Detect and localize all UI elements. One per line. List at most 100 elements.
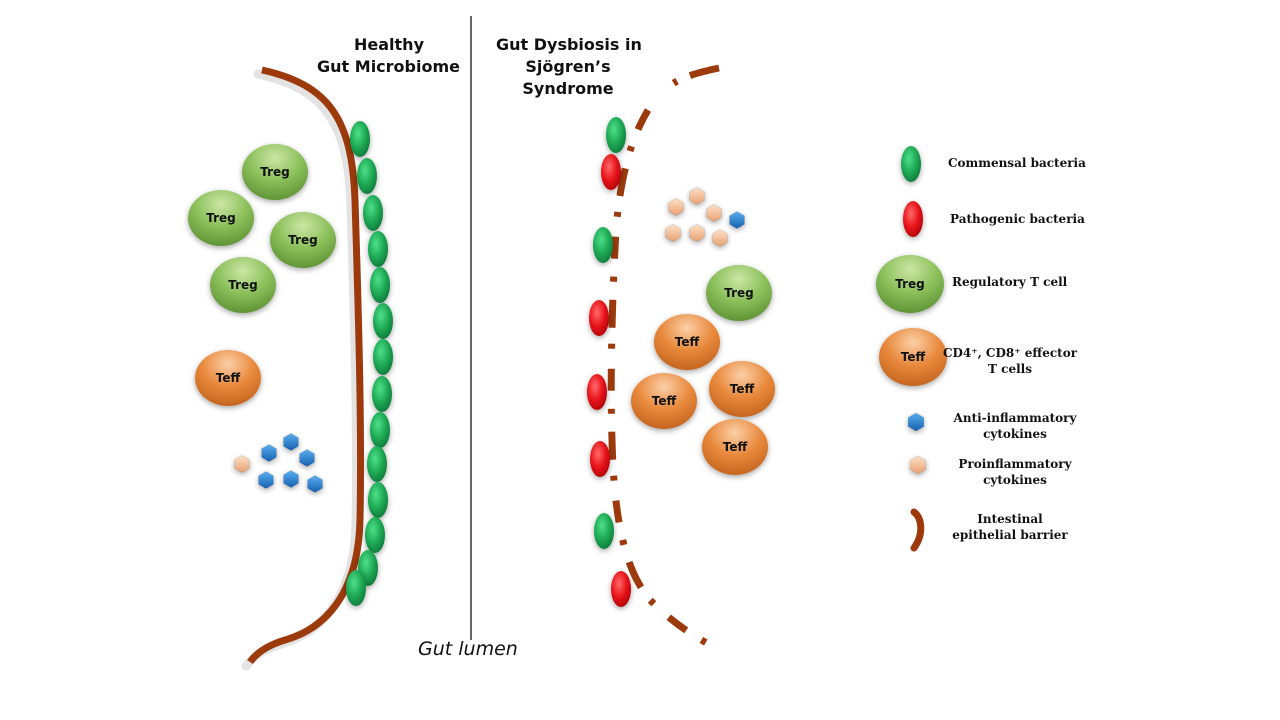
healthy-title-line2: Gut Microbiome — [317, 57, 460, 76]
teff-cell-icon — [879, 328, 947, 386]
cytokines-group — [234, 187, 745, 493]
commensal-bacterium — [350, 121, 370, 157]
teff-cell-label: Teff — [730, 382, 755, 396]
commensal-bacteria-icon — [901, 146, 921, 182]
proinflammatory-cytokine — [689, 187, 705, 205]
proinflammatory-cytokine — [712, 229, 728, 247]
teff-cell-body — [702, 419, 768, 475]
treg-cell-body — [270, 212, 336, 268]
treg-cell: Treg — [188, 190, 254, 246]
dysbiosis-title-line1: Gut Dysbiosis in — [496, 35, 642, 54]
treg-cell: Treg — [270, 212, 336, 268]
commensal-bacterium — [606, 117, 626, 153]
barrier-segment — [662, 64, 720, 93]
legend-label-barrier-line2: epithelial barrier — [952, 528, 1068, 542]
dysbiosis-title-line2: Sjögren’s Syndrome — [522, 57, 614, 98]
legend-label-teff-line1: CD4⁺, CD8⁺ effector — [942, 346, 1078, 360]
commensal-bacterium — [368, 482, 388, 518]
teff-cell: Teff — [654, 314, 720, 370]
commensal-bacterium — [372, 376, 392, 412]
proinflammatory-cytokine — [665, 224, 681, 242]
commensal-bacterium — [365, 517, 385, 553]
legend-label-proinflammatory: Proinflammatory cytokines — [940, 456, 1090, 488]
legend-label-pro-line1: Proinflammatory — [958, 457, 1072, 471]
legend-label-barrier: Intestinal epithelial barrier — [945, 511, 1075, 543]
treg-cell-body — [242, 144, 308, 200]
commensal-bacterium — [346, 570, 366, 606]
treg-cell-body — [188, 190, 254, 246]
legend-treg-icon: Treg — [876, 255, 944, 313]
legend-teff-icon: Teff — [879, 328, 947, 386]
gut-lumen-label: Gut lumen — [418, 638, 518, 660]
teff-cell-label: Teff — [723, 440, 748, 454]
teff-cell-label: Teff — [652, 394, 677, 408]
commensal-bacterium — [368, 231, 388, 267]
teff-cell-body — [631, 373, 697, 429]
epithelial-barrier-icon — [910, 508, 925, 552]
proinflammatory-cytokine-icon — [909, 455, 927, 475]
legend-label-barrier-line1: Intestinal — [977, 512, 1043, 526]
commensal-bacterium — [363, 195, 383, 231]
treg-cell-label: Treg — [228, 278, 258, 292]
pathogenic-bacterium — [601, 154, 621, 190]
treg-cell-icon-label: Treg — [895, 277, 925, 291]
commensal-bacterium — [357, 158, 377, 194]
teff-cell-body — [195, 350, 261, 406]
teff-cell-body — [654, 314, 720, 370]
legend-label-anti-inflammatory: Anti-inflammatory cytokines — [940, 410, 1090, 442]
legend-label-anti-line2: cytokines — [983, 427, 1047, 441]
teff-cell: Teff — [709, 361, 775, 417]
treg-cell: Treg — [242, 144, 308, 200]
pathogenic-bacterium — [587, 374, 607, 410]
teff-cell-label: Teff — [216, 371, 241, 385]
anti-inflammatory-cytokine — [261, 444, 277, 462]
pathogenic-bacterium — [589, 300, 609, 336]
treg-cell-body — [706, 265, 772, 321]
treg-cell-icon — [876, 255, 944, 313]
legend-label-teff: CD4⁺, CD8⁺ effector T cells — [940, 345, 1080, 377]
teff-cell-body — [709, 361, 775, 417]
teff-cell: Teff — [702, 419, 768, 475]
pathogenic-bacteria-icon — [903, 201, 923, 237]
commensal-bacterium — [370, 267, 390, 303]
teff-cell-label: Teff — [675, 335, 700, 349]
anti-inflammatory-cytokine — [258, 471, 274, 489]
proinflammatory-cytokine — [234, 455, 250, 473]
anti-inflammatory-cytokine — [283, 433, 299, 451]
proinflammatory-cytokine — [706, 204, 722, 222]
legend-label-teff-line2: T cells — [988, 362, 1032, 376]
pathogenic-bacterium — [611, 571, 631, 607]
anti-inflammatory-cytokine — [729, 211, 745, 229]
commensal-bacterium — [593, 227, 613, 263]
commensal-bacterium — [370, 412, 390, 448]
commensal-bacterium — [373, 339, 393, 375]
legend-label-commensal: Commensal bacteria — [948, 156, 1086, 170]
healthy-title: Healthy Gut Microbiome — [300, 34, 460, 78]
treg-cell-label: Treg — [288, 233, 318, 247]
barrier-segment — [607, 108, 722, 654]
dysbiosis-bacteria-group — [587, 117, 631, 607]
anti-inflammatory-cytokine — [283, 470, 299, 488]
healthy-epithelial-barrier — [247, 66, 365, 665]
legend-label-pathogenic: Pathogenic bacteria — [950, 212, 1085, 226]
dysbiosis-title: Gut Dysbiosis in Sjögren’s Syndrome — [478, 34, 658, 100]
healthy-commensal-bacteria-group — [346, 121, 393, 606]
anti-inflammatory-cytokine — [299, 449, 315, 467]
anti-inflammatory-cytokine — [307, 475, 323, 493]
commensal-bacterium — [367, 446, 387, 482]
treg-cell: Treg — [706, 265, 772, 321]
healthy-title-line1: Healthy — [354, 35, 424, 54]
treg-cell: Treg — [210, 257, 276, 313]
commensal-bacterium — [594, 513, 614, 549]
pathogenic-bacterium — [590, 441, 610, 477]
treg-cell-label: Treg — [206, 211, 236, 225]
treg-cell-label: Treg — [260, 165, 290, 179]
proinflammatory-cytokine — [668, 198, 684, 216]
teff-cell-icon-label: Teff — [901, 350, 926, 364]
dysbiosis-epithelial-barrier — [607, 64, 722, 654]
anti-inflammatory-cytokine-icon — [907, 412, 925, 432]
legend-label-anti-line1: Anti-inflammatory — [953, 411, 1077, 425]
